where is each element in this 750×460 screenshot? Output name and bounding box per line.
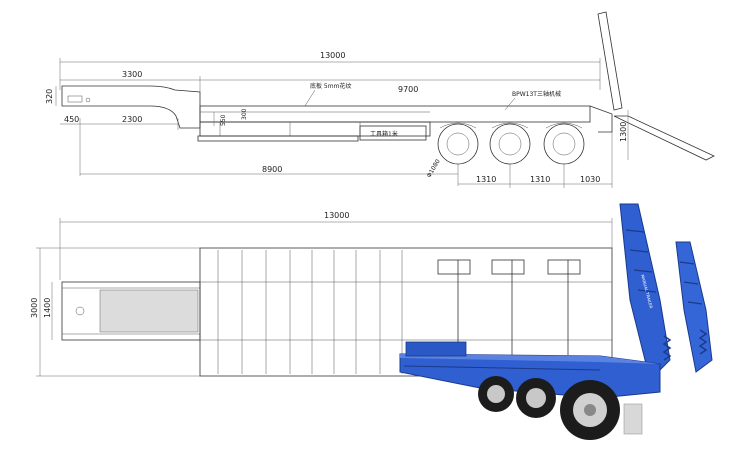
ramp-left — [619, 203, 671, 381]
main-deck-top — [199, 247, 613, 377]
side-view: 13000 3300 9700 底板 5mm花纹 工具箱1米 BPW13T三轴机… — [45, 11, 715, 188]
dim-overall-width: 3000 — [30, 298, 39, 318]
dim-deck-height: 550 — [220, 114, 227, 126]
dim-main-deck: 9700 — [398, 85, 418, 94]
checker-plate — [99, 289, 199, 333]
axle-suspension-top — [437, 259, 581, 355]
dim-front-overhang: 450 — [64, 115, 79, 124]
ramp-right — [675, 241, 713, 373]
dim-axle-position: 8900 — [262, 165, 282, 174]
dim-front-deck: 3300 — [122, 70, 142, 79]
toolbox — [359, 125, 427, 141]
loading-ramp-raised — [597, 11, 623, 111]
dim-wheel-diameter: Φ1080 — [426, 158, 442, 179]
dim-rear-height: 1300 — [619, 122, 628, 142]
dim-axle-spacing-1: 1310 — [476, 175, 496, 184]
wheel-3 — [543, 123, 585, 165]
dim-kingpin-offset: 2300 — [122, 115, 142, 124]
rear-frame — [589, 105, 613, 133]
note-toolbox: 工具箱1米 — [370, 130, 398, 138]
dim-rear-overhang: 1030 — [580, 175, 600, 184]
photo-wheels — [478, 376, 620, 440]
top-view: 13000 3000 1400 — [30, 211, 613, 377]
mudflap — [623, 403, 643, 435]
dim-neck-width: 1400 — [43, 298, 52, 318]
cross-members — [217, 250, 403, 374]
dim-axle-spacing-2: 1310 — [530, 175, 550, 184]
dim-deck-thickness: 300 — [241, 108, 248, 120]
side-wheels — [437, 122, 585, 165]
note-suspension: BPW13T三轴机械 — [512, 90, 561, 98]
main-deck — [199, 105, 591, 123]
dim-overall-length-side: 13000 — [320, 51, 345, 60]
note-deck-plate: 底板 5mm花纹 — [310, 82, 351, 90]
wheel-2 — [489, 123, 531, 165]
dim-overall-length-top: 13000 — [324, 211, 349, 220]
dim-gooseneck-height: 320 — [45, 89, 54, 104]
loading-ramp-lowered — [613, 115, 715, 161]
wheel-1 — [437, 123, 479, 165]
trailer-photo: MANUAL TRAILER — [399, 203, 713, 440]
